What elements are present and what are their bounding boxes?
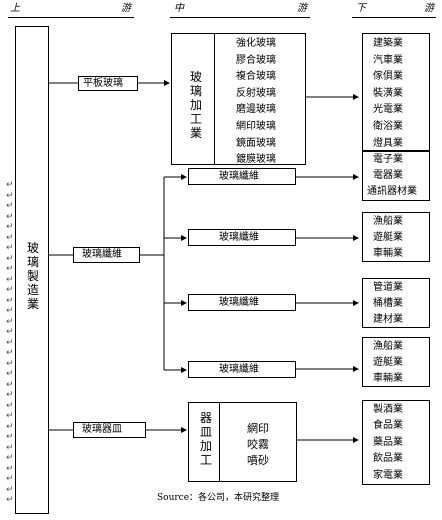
processing-item: 網印玻璃 <box>236 120 276 132</box>
downstream-item: 建材業 <box>373 314 403 325</box>
fiber-input-label: 玻璃纖維 <box>82 249 122 260</box>
vessel-proc-item-list: 網印 咬霧 噴砂 <box>247 421 269 469</box>
vessel-input-box: 玻璃器皿 <box>73 422 146 438</box>
glass-manufacturing-box: 玻璃製造業 <box>15 26 49 514</box>
fiber-box-1-label: 玻璃纖維 <box>219 171 259 182</box>
downstream-group-6: 製酒業 食品業 藥品業 飲品業 家電業 <box>362 400 430 485</box>
header-upstream-left: 上 <box>10 3 20 14</box>
vessel-processing-box: 器皿加工 網印 咬霧 噴砂 <box>188 402 297 482</box>
fiber-box-4-label: 玻璃纖維 <box>219 364 259 375</box>
header-midstream-left: 中 <box>174 3 184 14</box>
header-downstream-left: 下 <box>356 3 366 14</box>
fiber-box-2-label: 玻璃纖維 <box>219 232 259 243</box>
downstream-item: 汽車業 <box>373 54 403 66</box>
downstream-group-3: 漁船業 遊艇業 車輛業 <box>362 212 430 262</box>
fiber-input-box: 玻璃纖維 <box>73 247 140 263</box>
processing-item: 反射玻璃 <box>236 87 276 99</box>
source-note: Source：各公司，本研究整理 <box>157 493 280 503</box>
downstream-item: 飲品業 <box>373 453 403 465</box>
downstream-item: 建築業 <box>373 38 403 49</box>
vessel-proc-item: 咬霧 <box>247 438 269 451</box>
downstream-item: 光電業 <box>373 104 403 116</box>
fiber-box-4: 玻璃纖維 <box>188 361 296 378</box>
downstream-item: 電器業 <box>373 170 403 181</box>
downstream-item: 通訊器材業 <box>367 186 417 197</box>
flat-glass-label: 平板玻璃 <box>83 78 123 89</box>
processing-item: 強化玻璃 <box>236 38 276 49</box>
header-midstream-right: 游 <box>297 3 307 14</box>
downstream-item: 車輛業 <box>373 373 403 384</box>
downstream-item: 衛浴業 <box>373 120 403 132</box>
downstream-item: 食品業 <box>373 420 403 432</box>
downstream-item: 漁船業 <box>373 216 403 227</box>
header-upstream-right: 游 <box>121 3 131 14</box>
glass-processing-label: 玻璃加工業 <box>189 70 202 140</box>
processing-item: 鏡面玻璃 <box>236 137 276 149</box>
vessel-proc-divider <box>219 403 220 481</box>
downstream-group-5: 漁船業 遊艇業 車輛業 <box>362 337 430 387</box>
downstream-group-2: 電子業 電器業 通訊器材業 <box>362 151 430 201</box>
margin-marks: ↵↵↵↵↵↵↵↵↵↵↵↵↵↵↵↵↵↵↵↵↵↵↵↵↵↵↵↵↵↵↵ <box>6 180 14 505</box>
processing-item: 磨邊玻璃 <box>236 104 276 116</box>
processing-item-list: 強化玻璃 膠合玻璃 複合玻璃 反射玻璃 磨邊玻璃 網印玻璃 鏡面玻璃 鍍膜玻璃 <box>236 36 276 169</box>
header-downstream-rule <box>352 17 436 18</box>
downstream-item: 傢俱業 <box>373 71 403 83</box>
header-upstream-rule <box>8 17 134 18</box>
downstream-item: 車輛業 <box>373 248 403 259</box>
downstream-item: 電子業 <box>373 154 403 165</box>
downstream-item: 遊艇業 <box>373 357 403 368</box>
downstream-item: 管道業 <box>373 282 403 293</box>
vessel-proc-item: 網印 <box>247 422 269 435</box>
header-downstream-right: 游 <box>424 3 434 14</box>
processing-item: 膠合玻璃 <box>236 54 276 66</box>
fiber-box-3-label: 玻璃纖維 <box>219 297 259 308</box>
glass-manufacturing-label: 玻璃製造業 <box>26 241 39 311</box>
downstream-group-4: 管道業 桶槽業 建材業 <box>362 278 430 328</box>
downstream-item: 家電業 <box>373 469 403 481</box>
vessel-input-label: 玻璃器皿 <box>82 424 122 435</box>
downstream-item: 燈具業 <box>373 137 403 149</box>
vessel-processing-label: 器皿加工 <box>199 411 212 467</box>
downstream-item: 裝潢業 <box>373 87 403 99</box>
flat-glass-box: 平板玻璃 <box>78 76 138 91</box>
downstream-item: 漁船業 <box>373 341 403 352</box>
glass-processing-box: 玻璃加工業 強化玻璃 膠合玻璃 複合玻璃 反射玻璃 磨邊玻璃 網印玻璃 鏡面玻璃… <box>171 33 306 165</box>
downstream-item: 桶槽業 <box>373 298 403 309</box>
fiber-box-2: 玻璃纖維 <box>188 229 296 246</box>
header-midstream-rule <box>170 17 310 18</box>
downstream-item: 遊艇業 <box>373 232 403 243</box>
fiber-box-1: 玻璃纖維 <box>188 168 296 185</box>
processing-item: 鍍膜玻璃 <box>236 154 276 166</box>
fiber-box-3: 玻璃纖維 <box>188 294 296 311</box>
vessel-proc-item: 噴砂 <box>247 454 269 467</box>
processing-divider <box>214 34 215 164</box>
downstream-item: 製酒業 <box>373 404 403 415</box>
downstream-item: 藥品業 <box>373 436 403 448</box>
downstream-group-1: 建築業 汽車業 傢俱業 裝潢業 光電業 衛浴業 燈具業 <box>362 33 430 151</box>
processing-item: 複合玻璃 <box>236 71 276 83</box>
